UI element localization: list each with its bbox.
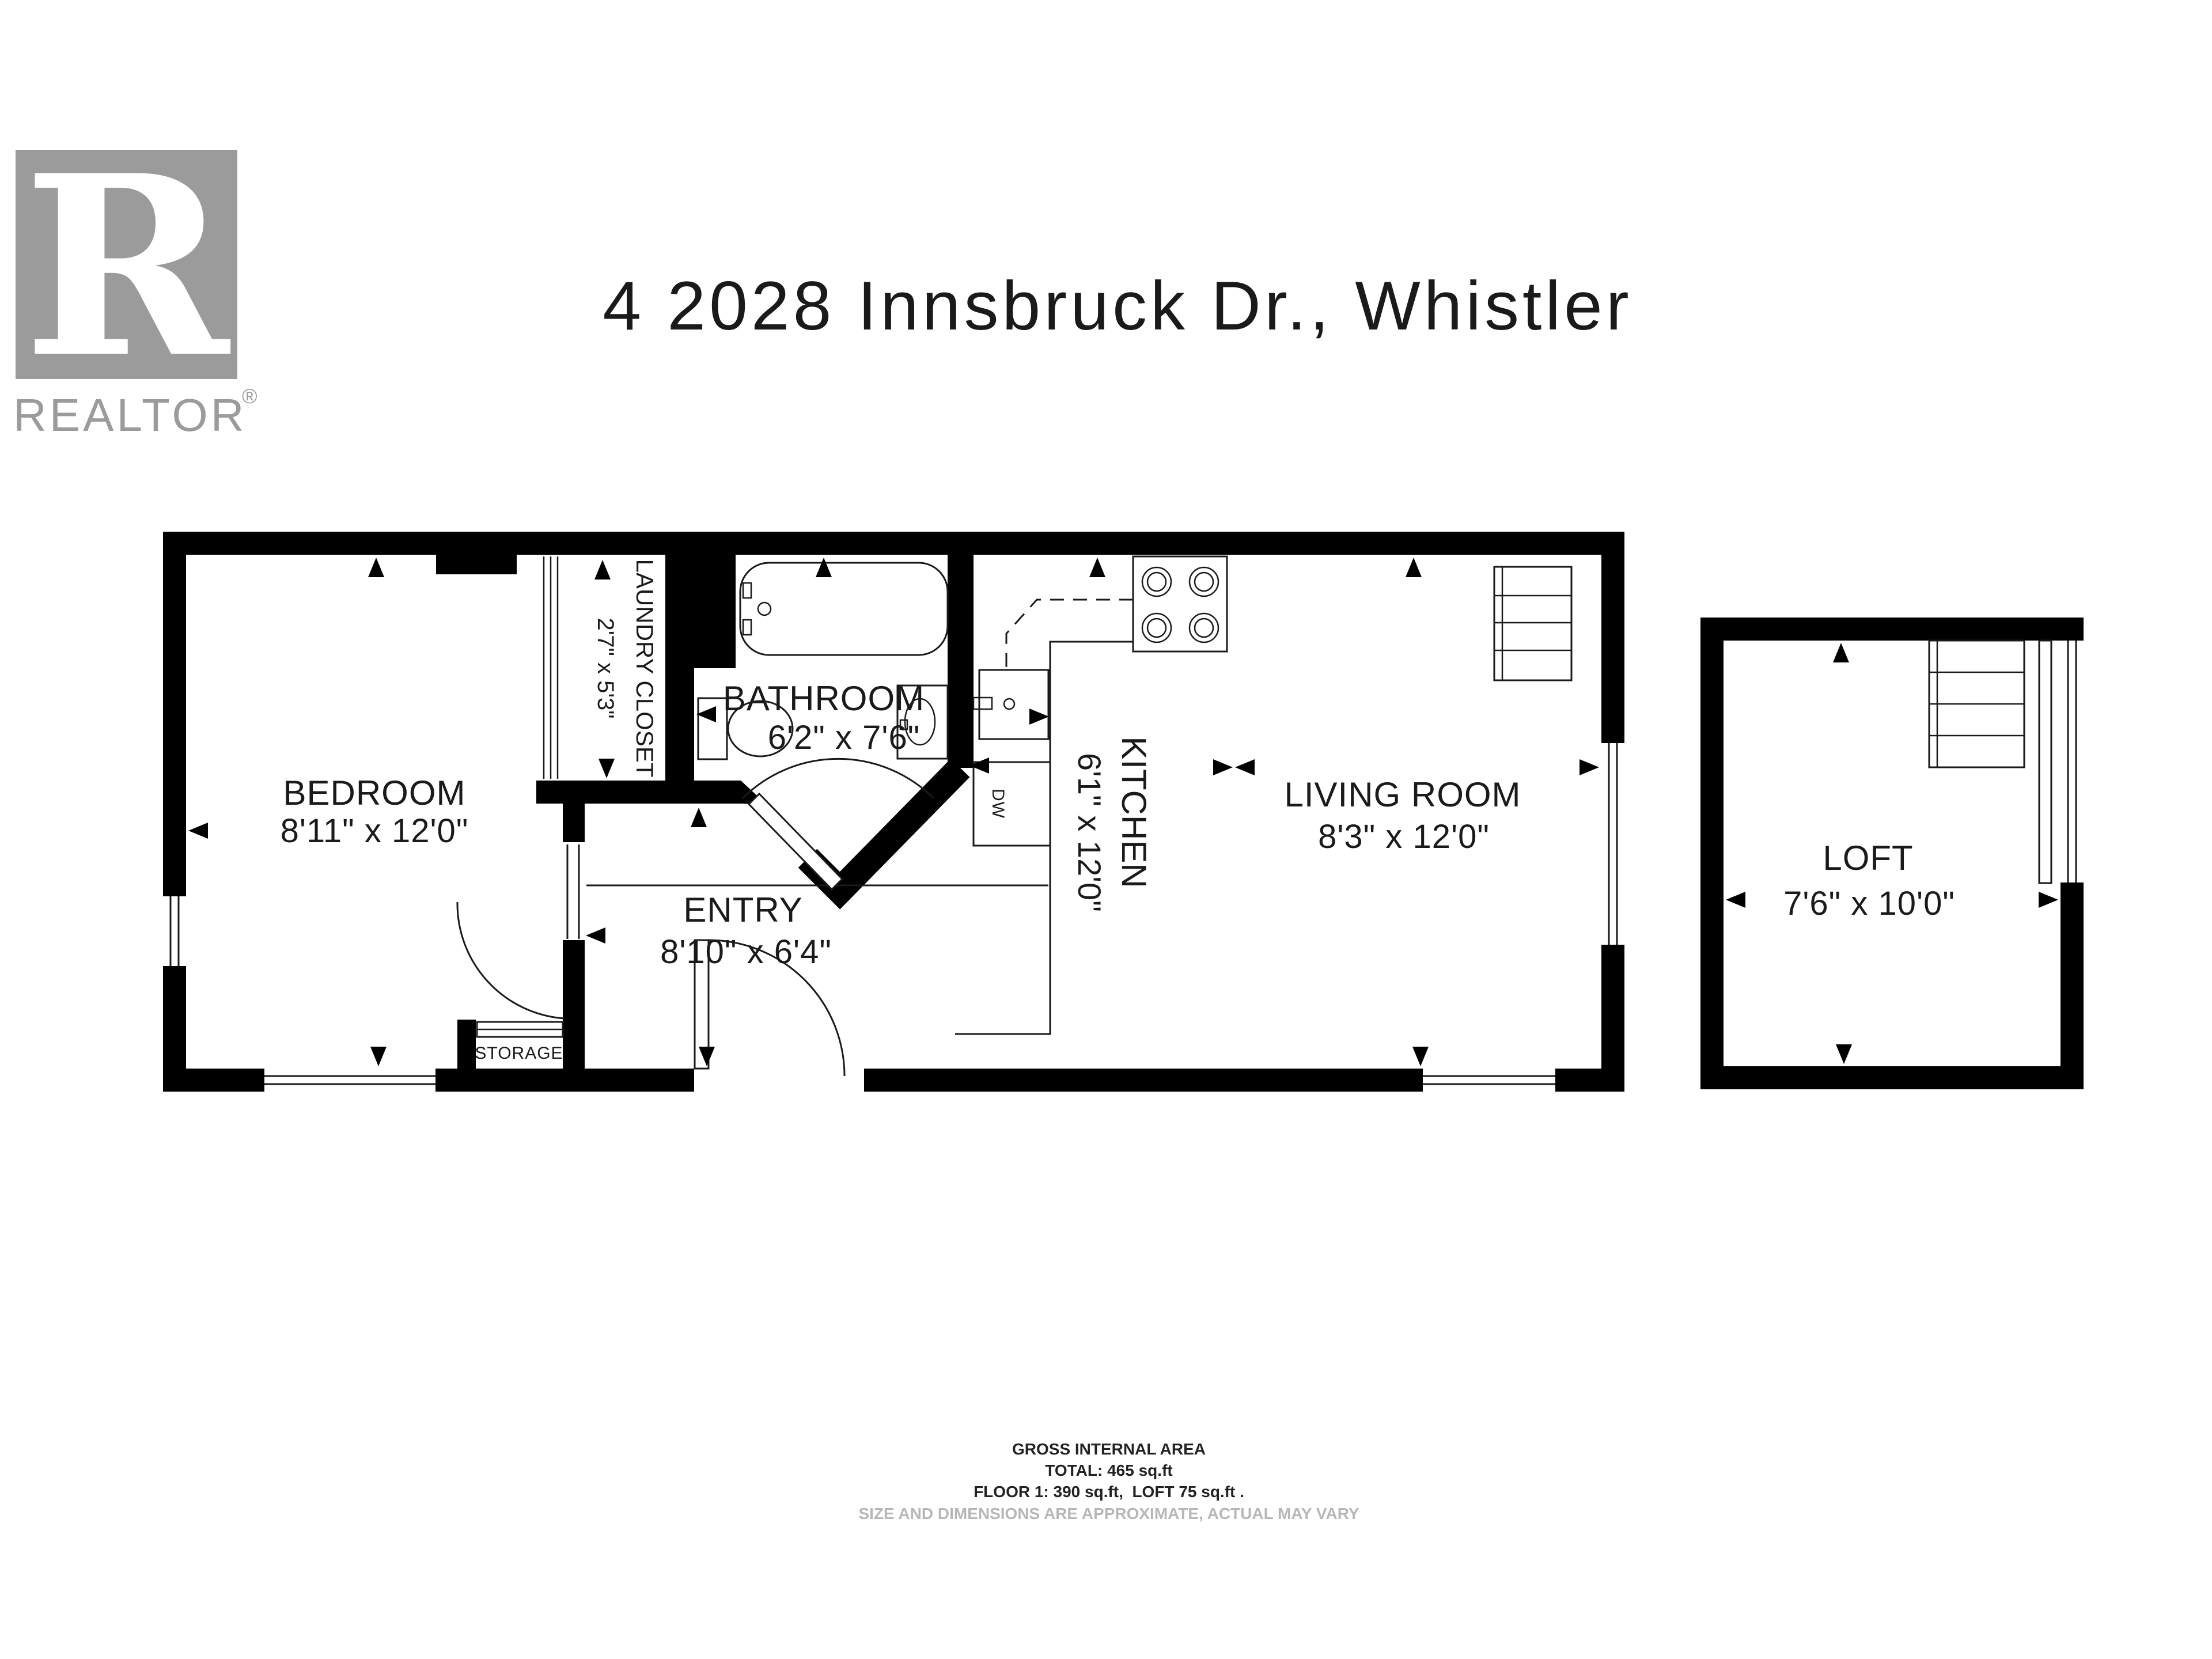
- entry-dims: 8'10" x 6'4": [660, 933, 832, 971]
- laundry-dims: 2'7" x 5'3": [593, 618, 618, 719]
- dishwasher: DW: [972, 761, 1051, 847]
- bathroom-label: BATHROOM: [723, 679, 925, 718]
- page-title: 4 2028 Innsbruck Dr., Whistler: [603, 267, 1632, 344]
- windows: [163, 743, 1624, 1092]
- living-room-label: LIVING ROOM: [1284, 775, 1521, 814]
- realtor-logo: R REALTOR ®: [13, 122, 257, 441]
- bathtub: [739, 562, 949, 656]
- upper-cabinet-dash: [1005, 599, 1133, 670]
- laundry-sliding-door: [543, 556, 559, 779]
- storage-closet: [476, 1021, 564, 1038]
- entry-label: ENTRY: [683, 891, 802, 929]
- registered-mark-icon: ®: [242, 384, 257, 408]
- dimension-arrows: [188, 558, 2058, 1066]
- bedroom-label: BEDROOM: [283, 774, 465, 812]
- footer-area-summary: GROSS INTERNAL AREA TOTAL: 465 sq.ft FLO…: [858, 1440, 1359, 1522]
- dishwasher-label: DW: [988, 789, 1007, 819]
- laundry-bottom-wall: [536, 781, 741, 804]
- laundry-label: LAUNDRY CLOSET: [631, 559, 658, 778]
- stairs-loft: [1928, 639, 2025, 768]
- door-leaf: [747, 792, 844, 891]
- laundry-bath-wall-chunk: [665, 555, 736, 668]
- bedroom-door: [456, 842, 585, 1020]
- bathroom-door: [741, 757, 935, 891]
- realtor-wordmark: REALTOR: [13, 389, 247, 441]
- storage-label: STORAGE: [475, 1044, 563, 1063]
- gross-area-heading: GROSS INTERNAL AREA: [1012, 1440, 1206, 1458]
- bedroom-door-opening: [563, 842, 585, 940]
- loft-label: LOFT: [1823, 839, 1913, 877]
- bath-kitchen-wall: [948, 555, 974, 768]
- bathroom-dims: 6'2" x 7'6": [768, 719, 921, 756]
- stove: [1132, 555, 1228, 653]
- bedroom-dims: 8'11" x 12'0": [281, 812, 469, 850]
- entry-door-opening: [694, 1069, 864, 1092]
- kitchen-label: KITCHEN: [1115, 736, 1153, 888]
- kitchen-dims: 6'1" x 12'0": [1071, 753, 1108, 912]
- door-swing-arc: [741, 757, 935, 800]
- loft-dims: 7'6" x 10'0": [1783, 885, 1955, 922]
- living-room-dims: 8'3" x 12'0": [1318, 818, 1490, 855]
- kitchen-sink: [972, 669, 1050, 740]
- total-area: TOTAL: 465 sq.ft: [1045, 1461, 1172, 1479]
- loft-window: [2061, 641, 2084, 882]
- storage-wall: [457, 1020, 476, 1069]
- realtor-logo-r: R: [23, 122, 232, 412]
- bedroom-entry-wall-upper: [563, 804, 585, 842]
- disclaimer: SIZE AND DIMENSIONS ARE APPROXIMATE, ACT…: [858, 1505, 1359, 1522]
- top-wall-notch: [436, 555, 517, 574]
- interior-walls: [436, 555, 974, 1069]
- area-breakdown: FLOOR 1: 390 sq.ft, LOFT 75 sq.ft .: [974, 1483, 1244, 1501]
- loft-railing: [2038, 639, 2052, 884]
- door-swing-arc: [456, 902, 565, 1020]
- laundry-bath-wall: [665, 668, 694, 781]
- bedroom-entry-wall-lower: [563, 940, 585, 1069]
- loft-outer-walls: [1700, 618, 2084, 1089]
- realtor-logo-box: [16, 150, 237, 379]
- door-swing-arc: [708, 939, 846, 1077]
- bathroom-sink: [896, 684, 949, 760]
- room-labels: BEDROOM 8'11" x 12'0" LAUNDRY CLOSET 2'7…: [281, 559, 1955, 1063]
- stairs-living: [1493, 566, 1573, 681]
